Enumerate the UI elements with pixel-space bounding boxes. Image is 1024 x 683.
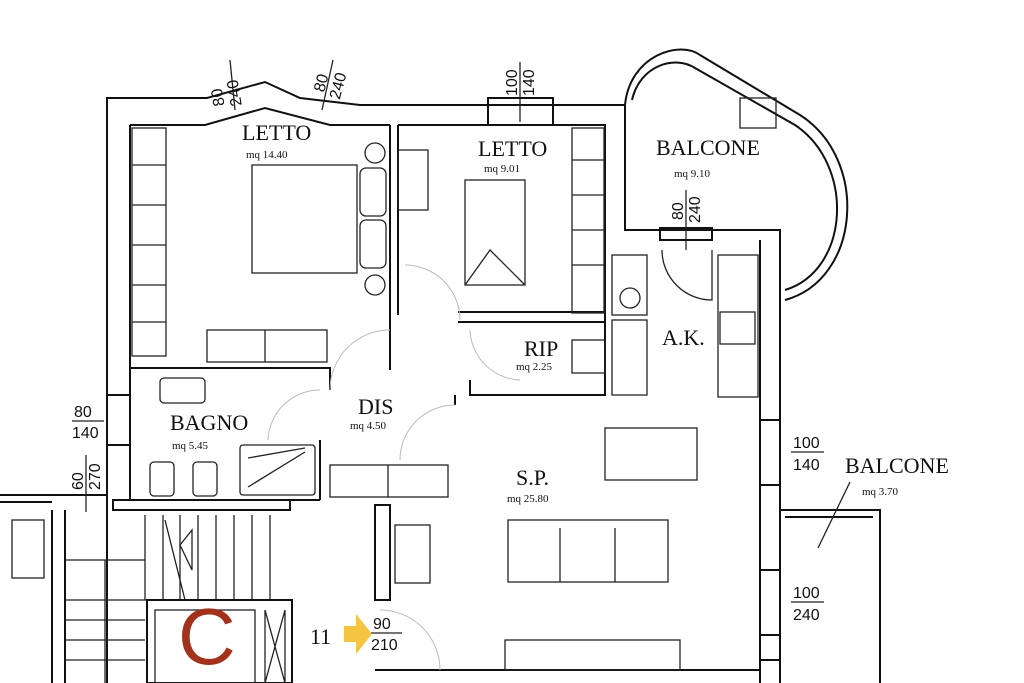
svg-text:100: 100 (793, 435, 820, 452)
room-letto-1-area: mq 14.40 (246, 149, 288, 161)
sofa (507, 519, 669, 583)
svg-text:60: 60 (70, 472, 87, 490)
room-bagno-area: mq 5.45 (172, 440, 209, 452)
svg-text:210: 210 (371, 637, 398, 654)
svg-text:80: 80 (74, 404, 92, 421)
dimension-w5: 80 140 (72, 404, 104, 442)
svg-text:240: 240 (327, 71, 350, 101)
room-dis-name: DIS (358, 394, 393, 419)
room-dis-area: mq 4.50 (350, 420, 387, 432)
svg-text:140: 140 (72, 425, 99, 442)
svg-text:240: 240 (793, 607, 820, 624)
svg-text:270: 270 (87, 463, 104, 490)
room-balcone-1-area: mq 9.10 (674, 168, 711, 180)
svg-text:90: 90 (373, 616, 391, 633)
svg-text:140: 140 (793, 457, 820, 474)
dimension-w3: 100 140 (504, 69, 538, 96)
dimension-w8: 100 240 (791, 585, 824, 624)
svg-text:100: 100 (504, 69, 521, 96)
room-bagno-name: BAGNO (170, 410, 248, 435)
svg-text:100: 100 (793, 585, 820, 602)
room-balcone-2-area: mq 3.70 (862, 486, 899, 498)
room-ak-name: A.K. (662, 325, 705, 350)
dimension-w7: 100 140 (791, 435, 824, 474)
room-letto-1-name: LETTO (242, 120, 311, 145)
entrance-arrow-icon (344, 614, 372, 654)
svg-text:240: 240 (687, 196, 704, 223)
room-sp-area: mq 25.80 (507, 493, 549, 505)
room-balcone-1-name: BALCONE (656, 135, 760, 160)
dining-table (604, 427, 698, 481)
door-swings (267, 249, 713, 671)
single-bed (464, 179, 526, 286)
dimension-w4: 80 240 (670, 196, 704, 223)
stairs (65, 515, 293, 683)
svg-text:80: 80 (670, 202, 687, 220)
dimension-entry: 90 210 (371, 616, 402, 654)
room-rip-name: RIP (524, 336, 558, 361)
svg-text:80: 80 (209, 87, 229, 108)
svg-text:240: 240 (224, 78, 245, 107)
furniture (11, 97, 777, 671)
room-rip-area: mq 2.25 (516, 361, 553, 373)
dimension-w1: 80 240 (209, 78, 246, 108)
double-bed (251, 164, 358, 274)
svg-text:140: 140 (521, 69, 538, 96)
dimension-w6: 60 270 (70, 463, 104, 490)
room-balcone-2-name: BALCONE (845, 453, 949, 478)
entrance-number: 11 (310, 624, 331, 649)
room-letto-2-area: mq 9.01 (484, 163, 520, 175)
stair-letter: C (178, 592, 236, 681)
room-sp-name: S.P. (516, 465, 549, 490)
room-letto-2-name: LETTO (478, 136, 547, 161)
